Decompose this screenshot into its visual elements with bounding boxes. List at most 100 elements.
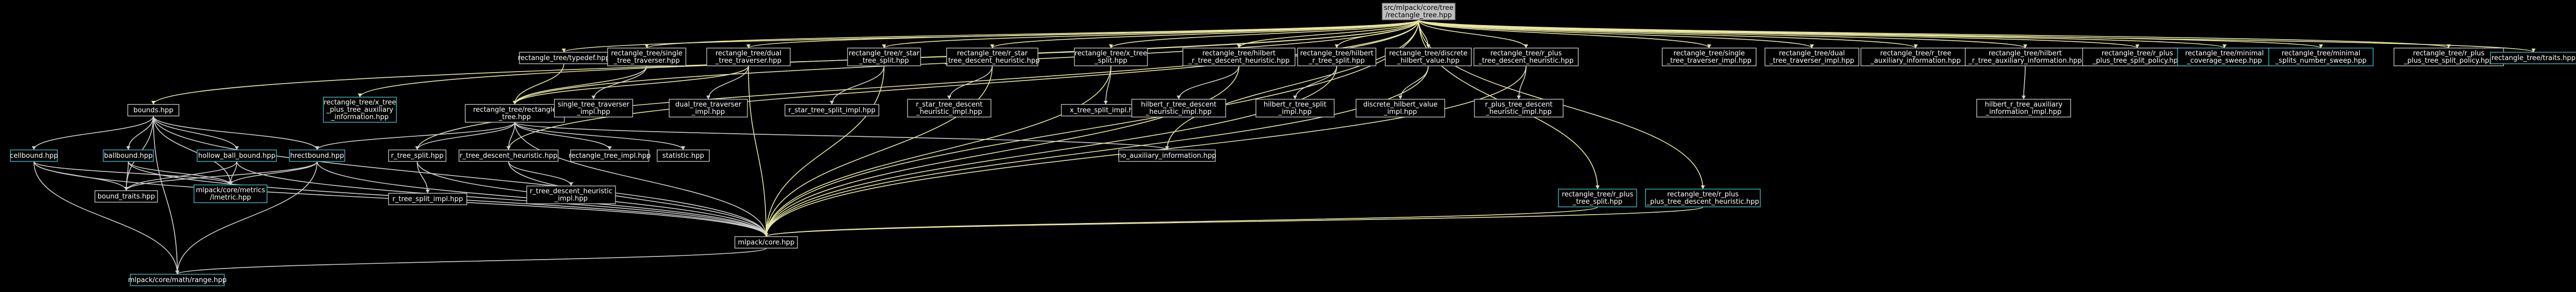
node-discrete-hv[interactable]: rectangle_tree/discrete_hilbert_value.hp… [1385,48,1472,66]
node-box [847,48,921,66]
edge-root-to-single_impl2 [1418,19,1710,49]
edge-hrect-to-range [177,161,318,275]
node-label-line: r_star_tree_split_impl.hpp [788,107,875,114]
arrowhead-rect_tree-to-rect_impl [608,146,612,150]
node-single-trav[interactable]: rectangle_tree/single_tree_traverser.hpp [607,48,686,66]
node-single-impl[interactable]: single_tree_traverser_impl.hpp [554,99,633,118]
node-dual-trav[interactable]: rectangle_tree/dual_tree_traverser.hpp [706,48,791,66]
node-rplus-split[interactable]: rectangle_tree/r_plus_tree_split.hpp [1558,189,1637,207]
node-label-line: src/mlpack/core/tree [1384,4,1454,12]
node-label-line: rectangle_tree/x_tree [1075,50,1147,57]
node-box [1662,48,1757,66]
node-rstar-split-impl[interactable]: r_star_tree_split_impl.hpp [784,104,879,116]
node-range[interactable]: mlpack/core/math/range.hpp [128,274,227,286]
node-typedef[interactable]: rectangle_tree/typedef.hpp [518,52,610,64]
node-rplus-desc-impl[interactable]: r_plus_tree_descent_heuristic_impl.hpp [1474,99,1564,118]
node-rplus-desc[interactable]: rectangle_tree/r_plus_tree_descent_heuri… [1473,48,1579,66]
node-hilbert-split-impl[interactable]: hilbert_r_tree_split_impl.hpp [1255,99,1335,118]
node-r-desc[interactable]: r_tree_descent_heuristic.hpp [458,149,559,162]
node-traits[interactable]: rectangle_tree/traits.hpp [2490,52,2576,64]
node-no-aux[interactable]: no_auxiliary_information.hpp [1118,149,1216,162]
node-label-line: _tree_traverser_impl.hpp [1666,57,1751,65]
node-label-line: _tree_traverser.hpp [715,57,781,65]
arrowhead-bounds-to-cellbound [32,146,36,150]
arrowhead-root-to-discrete_hv [1426,44,1431,48]
node-hrect[interactable]: hrectbound.hpp [289,149,345,162]
node-rstar-desc[interactable]: rectangle_tree/r_star_tree_descent_heuri… [944,48,1040,66]
node-label-line: cellbound.hpp [10,152,58,160]
arrowhead-root-to-dual_impl2 [1810,44,1814,48]
node-single-impl2[interactable]: rectangle_tree/single_tree_traverser_imp… [1662,48,1757,66]
edge-root-to-single_trav [646,19,1419,49]
node-xplus-aux[interactable]: rectangle_tree/x_tree_plus_tree_auxiliar… [323,97,397,123]
node-bound-traits[interactable]: bound_traits.hpp [94,190,158,203]
node-box [1385,48,1472,66]
node-min-splits[interactable]: rectangle_tree/minimal_splits_number_swe… [2268,48,2374,66]
edge-root-to-hilbert_desc [1238,19,1419,49]
node-rtree-aux[interactable]: rectangle_tree/r_tree_auxiliary_informat… [1860,48,1971,66]
node-box [130,274,225,286]
node-rect-tree[interactable]: rectangle_tree/rectangle_tree.hpp [465,104,565,123]
node-rplus-split-policy[interactable]: rectangle_tree/r_plus_plus_tree_split_po… [2393,48,2504,66]
edge-discrete_hv-to-discrete_hv_impl [1400,65,1429,100]
node-core[interactable]: mlpack/core.hpp [734,236,798,249]
node-dual-impl[interactable]: dual_tree_traverser_impl.hpp [669,99,748,118]
node-r-split[interactable]: r_tree_split.hpp [388,149,446,162]
edge-dual_trav-to-rect_tree [514,65,749,105]
node-hollow[interactable]: hollow_ball_bound.hpp [197,149,277,162]
node-x-split[interactable]: rectangle_tree/x_tree_split.hpp [1074,48,1148,66]
node-label-line: _tree_split.hpp [1572,198,1622,206]
arrowhead-hilbert_desc-to-hilbert_desc_impl [1177,96,1181,99]
edge-root-to-x_split [1110,19,1419,49]
node-hilbert-aux-impl[interactable]: hilbert_r_tree_auxiliary_information_imp… [1976,99,2071,118]
arrowhead-root-to-hilbert_desc [1237,44,1241,48]
node-label-line: rectangle_tree/discrete [1389,50,1467,57]
node-rect-impl[interactable]: rectangle_tree_impl.hpp [569,149,651,162]
node-ballbound[interactable]: ballbound.hpp [103,149,154,162]
node-label-line: _tree.hpp [498,113,531,121]
node-label-line: /rectangle_tree.hpp [1385,11,1452,19]
edge-rect_tree-to-core [514,122,767,237]
node-rplusplus-split-policy[interactable]: rectangle_tree/r_plus_plus_tree_split_po… [2082,48,2193,66]
node-hilbert-aux[interactable]: rectangle_tree/hilbert_r_tree_auxiliary_… [1965,48,2086,66]
node-label-line: rectangle_tree/r_plus [1562,191,1633,198]
edge-root-to-dual_trav [748,19,1419,49]
node-label-line: _tree_traverser_impl.hpp [1769,57,1854,65]
edge-rect_tree-to-no_aux [514,122,1168,150]
node-label-line: _hilbert_value.hpp [1397,57,1460,65]
arrowhead-root-to-single_impl2 [1707,44,1711,48]
node-rstar-split[interactable]: rectangle_tree/r_star_tree_split.hpp [847,48,921,66]
node-r-split-impl[interactable]: r_tree_split_impl.hpp [388,193,467,205]
node-min-cov[interactable]: rectangle_tree/minimal_coverage_sweep.hp… [2177,48,2272,66]
node-box [94,190,158,203]
arrowhead-root-to-rplusplus_split_policy [2135,44,2139,48]
arrowhead-root-to-xplus_aux [358,94,362,97]
node-box [946,48,1038,66]
node-x-split-impl[interactable]: x_tree_split_impl.hpp [1061,104,1151,116]
node-hilbert-desc-impl[interactable]: hilbert_r_tree_descent_heuristic_impl.hp… [1131,99,1226,118]
arrowhead-rect_tree-to-r_split [415,146,419,150]
node-box [554,99,633,118]
edge-dual_trav-to-core [748,65,767,237]
node-rstar-desc-impl[interactable]: r_star_tree_descent_heuristic_impl.hpp [907,99,991,118]
node-hilbert-split[interactable]: rectangle_tree/hilbert_r_tree_split.hpp [1297,48,1376,66]
node-lmetric[interactable]: mlpack/core/metrics/lmetric.hpp [193,184,268,203]
node-dual-impl2[interactable]: rectangle_tree/dual_tree_traverser_impl.… [1764,48,1859,66]
arrowhead-rect_tree-to-no_aux [1165,146,1169,150]
node-label-line: _tree_descent_heuristic.hpp [1478,57,1574,65]
arrowhead-root-to-rplus_split [1595,185,1600,189]
node-statistic[interactable]: statistic.hpp [657,149,710,162]
node-discrete-hv-impl[interactable]: discrete_hilbert_value_impl.hpp [1356,99,1445,118]
node-box [103,149,154,162]
arrowhead-root-to-dual_trav [746,44,751,48]
node-label-line: discrete_hilbert_value [1363,101,1438,109]
edge-root-to-no_aux [1166,19,1419,150]
arrowhead-hrect-to-bound_traits [124,187,128,191]
node-bounds[interactable]: bounds.hpp [127,104,179,116]
node-cellbound[interactable]: cellbound.hpp [10,149,58,162]
edge-core-to-range [177,248,767,275]
node-label-line: r_tree_split.hpp [391,152,444,160]
node-r-desc-impl[interactable]: r_tree_descent_heuristic_impl.hpp [526,185,616,204]
node-rplusplus-desc[interactable]: rectangle_tree/r_plus_plus_tree_descent_… [1645,189,1761,207]
node-hilbert-desc[interactable]: rectangle_tree/hilbert_r_tree_descent_he… [1182,48,1296,66]
